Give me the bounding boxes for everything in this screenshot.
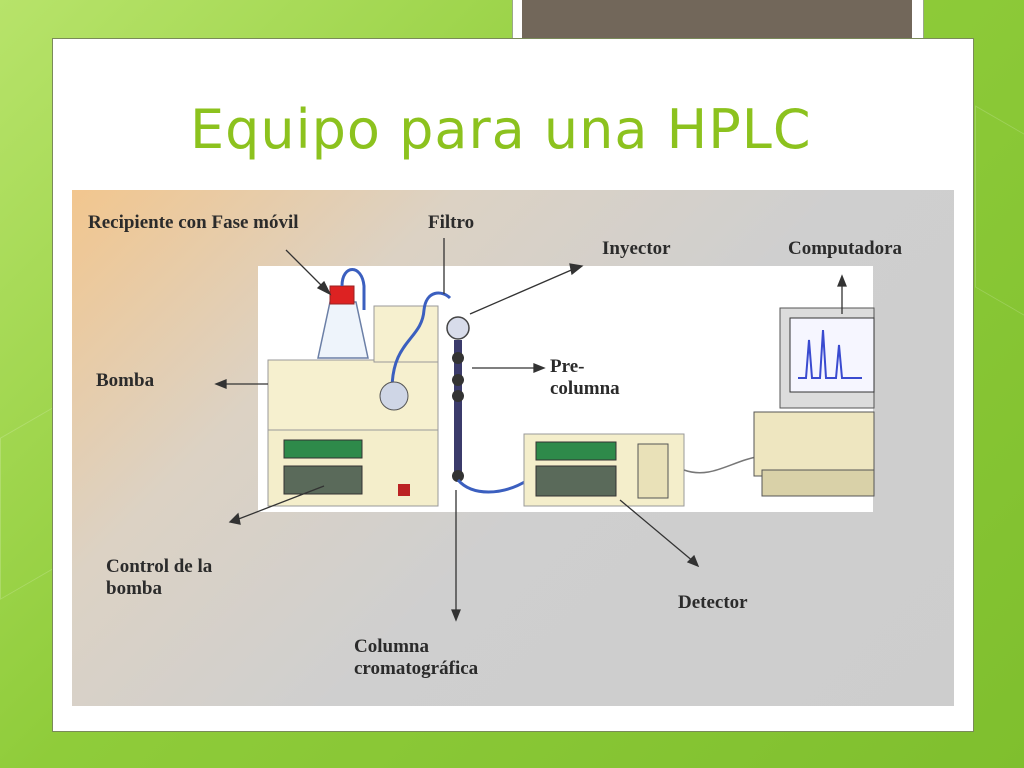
pump-pointer-head (214, 379, 227, 389)
detector-side-panel (637, 443, 669, 499)
pump-display (283, 439, 363, 459)
label-reservoir: Recipiente con Fase móvil (88, 212, 299, 233)
detector-cable (683, 455, 763, 474)
computer-pointer-head (837, 274, 847, 287)
detector-pointer (619, 499, 695, 563)
column-joint (452, 374, 464, 386)
detector-display (535, 441, 617, 461)
column-joint (452, 390, 464, 402)
injector-pointer-head (569, 263, 584, 276)
computer-keyboard (761, 469, 875, 497)
computer-screen (789, 317, 875, 393)
pump-control-pointer (235, 485, 325, 521)
slide-title: Equipo para una HPLC (190, 98, 812, 161)
precolumn-pointer-head (533, 363, 546, 373)
label-filter: Filtro (428, 212, 475, 233)
pump-top-box (373, 305, 439, 363)
pump-head (379, 381, 409, 411)
label-pump: Bomba (96, 370, 155, 391)
reservoir-pointer (285, 249, 325, 289)
detector-keypad (535, 465, 617, 497)
pump-control-pointer-head (228, 512, 241, 525)
label-computer: Computadora (788, 238, 903, 259)
label-precolumn: Pre-columna (550, 356, 620, 399)
tubing (340, 268, 366, 310)
pump-button (398, 484, 410, 496)
column-outlet-tubing (456, 478, 529, 494)
hplc-equipment-illustration (214, 238, 875, 622)
label-injector: Inyector (602, 238, 671, 259)
label-column: Columna cromatográfica (354, 636, 479, 679)
pump-tubing (390, 291, 452, 391)
label-pump-control: Control de la bomba (106, 556, 213, 599)
injector-valve (446, 316, 470, 340)
computer-case (753, 411, 875, 477)
label-detector: Detector (678, 592, 748, 613)
chromatogram-peaks (798, 329, 862, 379)
background-decoration (975, 105, 1024, 317)
pump-unit (267, 359, 439, 431)
hplc-diagram: Recipiente con Fase móvil Filtro Inyecto… (72, 190, 954, 706)
pump-keypad (283, 465, 363, 495)
injector-pointer (469, 267, 577, 315)
column-pointer-head (451, 609, 461, 622)
bottle-cap (329, 285, 355, 305)
reservoir-pointer-head (316, 280, 332, 296)
detector-pointer-head (686, 554, 700, 568)
precolumn-part (452, 352, 464, 364)
column-joint (452, 470, 464, 482)
